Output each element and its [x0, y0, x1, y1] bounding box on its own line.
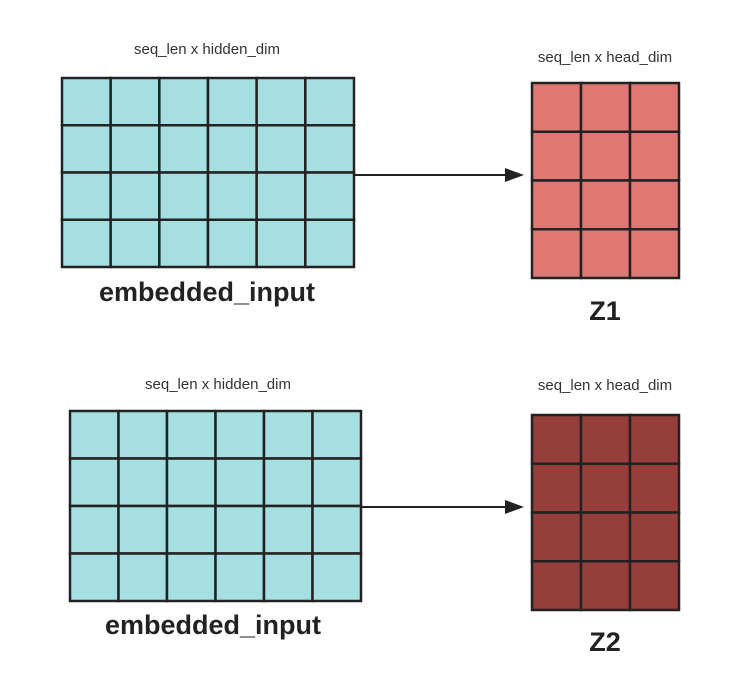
output-dim-label-2: seq_len x head_dim	[538, 377, 672, 394]
embedded-input-matrix-2-cell	[117, 409, 169, 460]
embedded-input-matrix-2	[68, 409, 363, 603]
z2-matrix	[530, 413, 681, 612]
embedded-input-matrix-2-cell	[311, 552, 363, 603]
embedded-input-matrix-1-cell	[255, 171, 307, 221]
embedded-input-label-2: embedded_input	[105, 610, 321, 640]
z1-matrix-cell	[579, 81, 632, 133]
z1-matrix-cell	[579, 179, 632, 231]
arrow-head-2	[505, 500, 524, 514]
z1-label: Z1	[589, 296, 621, 326]
embedded-input-matrix-2-cell	[68, 504, 120, 555]
z2-matrix-cell	[628, 462, 681, 514]
z1-matrix-cell	[579, 130, 632, 182]
embedded-input-matrix-1-cell	[304, 171, 356, 221]
embedded-input-matrix-2-cell	[117, 504, 169, 555]
embedded-input-matrix-1-cell	[109, 218, 161, 269]
embedded-input-matrix-1-cell	[304, 218, 356, 269]
z1-matrix-cell	[628, 228, 681, 280]
embedded-input-matrix-2-cell	[165, 457, 217, 508]
z1-matrix-cell	[579, 228, 632, 280]
z1-matrix-cell	[628, 81, 681, 133]
embedded-input-matrix-1-cell	[304, 124, 356, 174]
embedded-input-matrix-2-cell	[214, 552, 266, 603]
embedded-input-matrix-1-cell	[60, 124, 112, 174]
input-dim-label-1: seq_len x hidden_dim	[134, 41, 280, 58]
z1-matrix-cell	[530, 81, 583, 133]
embedded-input-matrix-2-cell	[262, 409, 314, 460]
z2-matrix-cell	[530, 413, 583, 465]
projection-row-2: seq_len x hidden_dim embedded_input seq_…	[68, 376, 681, 657]
embedded-input-matrix-2-cell	[262, 457, 314, 508]
embedded-input-matrix-1-cell	[255, 76, 307, 127]
z2-matrix-cell	[628, 413, 681, 465]
embedded-input-matrix-1-cell	[158, 218, 210, 269]
z1-matrix-cell	[530, 179, 583, 231]
embedded-input-matrix-1-cell	[109, 171, 161, 221]
embedded-input-matrix-2-cell	[68, 552, 120, 603]
embedded-input-matrix-1-cell	[206, 218, 258, 269]
projection-row-1: seq_len x hidden_dim embedded_input seq_…	[60, 41, 681, 326]
embedded-input-matrix-1-cell	[304, 76, 356, 127]
embedded-input-matrix-1-cell	[206, 171, 258, 221]
z2-matrix-cell	[579, 462, 632, 514]
embedded-input-matrix-2-cell	[311, 504, 363, 555]
z1-matrix-cell	[530, 228, 583, 280]
embedded-input-label-1: embedded_input	[99, 277, 315, 307]
embedded-input-matrix-2-cell	[165, 552, 217, 603]
embedded-input-matrix-1-cell	[60, 171, 112, 221]
embedded-input-matrix-2-cell	[262, 552, 314, 603]
embedded-input-matrix-2-cell	[214, 457, 266, 508]
embedded-input-matrix-1-cell	[255, 218, 307, 269]
embedded-input-matrix-2-cell	[311, 409, 363, 460]
z2-matrix-cell	[579, 560, 632, 612]
embedded-input-matrix-1-cell	[206, 124, 258, 174]
embedded-input-matrix-1	[60, 76, 356, 269]
embedded-input-matrix-1-cell	[109, 76, 161, 127]
embedded-input-matrix-2-cell	[68, 457, 120, 508]
z2-matrix-cell	[530, 462, 583, 514]
z2-matrix-cell	[530, 511, 583, 563]
embedded-input-matrix-2-cell	[68, 409, 120, 460]
z2-matrix-cell	[579, 511, 632, 563]
embedded-input-matrix-1-cell	[60, 218, 112, 269]
arrow-head-1	[505, 168, 524, 182]
z2-matrix-cell	[530, 560, 583, 612]
input-dim-label-2: seq_len x hidden_dim	[145, 376, 291, 393]
embedded-input-matrix-2-cell	[165, 409, 217, 460]
z2-matrix-cell	[628, 560, 681, 612]
embedded-input-matrix-1-cell	[60, 76, 112, 127]
z1-matrix	[530, 81, 681, 280]
z1-matrix-cell	[628, 130, 681, 182]
z1-matrix-cell	[530, 130, 583, 182]
embedded-input-matrix-1-cell	[206, 76, 258, 127]
embedded-input-matrix-1-cell	[255, 124, 307, 174]
embedded-input-matrix-1-cell	[158, 124, 210, 174]
output-dim-label-1: seq_len x head_dim	[538, 49, 672, 66]
embedded-input-matrix-1-cell	[158, 76, 210, 127]
embedded-input-matrix-2-cell	[165, 504, 217, 555]
embedded-input-matrix-1-cell	[109, 124, 161, 174]
embedded-input-matrix-2-cell	[262, 504, 314, 555]
z2-matrix-cell	[579, 413, 632, 465]
embedded-input-matrix-2-cell	[214, 409, 266, 460]
embedded-input-matrix-2-cell	[117, 457, 169, 508]
z2-matrix-cell	[628, 511, 681, 563]
z1-matrix-cell	[628, 179, 681, 231]
embedded-input-matrix-2-cell	[311, 457, 363, 508]
z2-label: Z2	[589, 627, 621, 657]
embedded-input-matrix-2-cell	[117, 552, 169, 603]
embedded-input-matrix-1-cell	[158, 171, 210, 221]
embedded-input-matrix-2-cell	[214, 504, 266, 555]
